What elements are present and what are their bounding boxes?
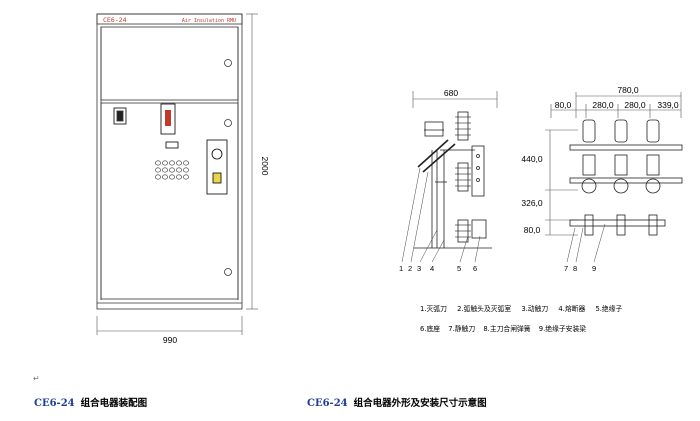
cabinet-height-label: 2000 [260, 157, 270, 176]
legend-item: 1.灭弧刀 [420, 305, 447, 313]
upper-bus-bar [569, 144, 683, 151]
part-number-8: 8 [573, 264, 577, 273]
insulator-middle [457, 162, 469, 192]
side-part-numbers: 1 2 3 4 5 6 [399, 264, 477, 273]
part-number-1: 1 [399, 264, 403, 273]
lower-door [100, 102, 239, 300]
insulator-mounting-beam [569, 219, 666, 227]
side-view-drawing [401, 91, 498, 263]
legend-row-1: 1.灭弧刀 2.弧触头及灭弧室 3.动触刀 4.熔断器 5.绝缘子 [420, 303, 622, 313]
part-number-2: 2 [408, 264, 412, 273]
indicator-lamp-icon [183, 160, 189, 166]
indicator-lamp-icon [155, 167, 161, 173]
door-knob-icon [224, 119, 232, 127]
paragraph-mark: ↵ [33, 374, 40, 383]
indicator-box [113, 107, 127, 125]
lamp-grid [155, 160, 189, 180]
part-number-9: 9 [592, 264, 596, 273]
indicator-lamp-icon [176, 160, 182, 166]
vertical-dim-label: 440,0 [521, 154, 543, 164]
indicator-lamp-icon [176, 167, 182, 173]
cabinet-height-dimension [246, 13, 258, 310]
part-number-3: 3 [417, 264, 421, 273]
phase-a [581, 119, 597, 236]
cabinet-width-dimension [96, 316, 243, 335]
part-number-6: 6 [473, 264, 477, 273]
indicator-lamp-icon [169, 160, 175, 166]
indicator-lamp-icon [162, 160, 168, 166]
legend-item: 4.熔断器 [558, 305, 586, 313]
front-view-drawing [545, 92, 683, 263]
upper-door [100, 26, 239, 101]
right-caption: CE6-24 组合电器外形及安装尺寸示意图 [307, 395, 487, 409]
vertical-dim-label: 326,0 [521, 198, 543, 208]
legend-item: 3.动触刀 [521, 305, 549, 313]
segment-label: 280,0 [624, 100, 646, 110]
legend-row-2: 6.底座 7.静触刀 8.主刀合闸弹簧 9.绝缘子安装梁 [420, 323, 586, 333]
indicator-lamp-icon [176, 174, 182, 180]
mechanism-plate [471, 145, 485, 197]
door-knob-icon [224, 59, 232, 67]
segment-label: 339,0 [657, 100, 679, 110]
part-number-7: 7 [564, 264, 568, 273]
legend-item: 9.绝缘子安装梁 [538, 325, 587, 333]
indicator-lamp-icon [162, 167, 168, 173]
cabinet-model-label: CE6-24 [103, 16, 127, 24]
left-caption-code: CE6-24 [34, 398, 75, 409]
indicator-lamp-icon [169, 174, 175, 180]
indicator-lamp-icon [155, 174, 161, 180]
part-number-5: 5 [457, 264, 461, 273]
side-width-label: 680 [444, 88, 458, 98]
insulator-upper [457, 111, 469, 141]
right-caption-text: 组合电器外形及安装尺寸示意图 [353, 398, 487, 409]
segment-label: 80,0 [555, 100, 572, 110]
indicator-lamp-icon [183, 174, 189, 180]
legend-item: 2.弧触头及灭弧室 [457, 305, 512, 313]
left-caption: CE6-24 组合电器装配图 [34, 395, 147, 409]
front-segment-labels: 80,0 280,0 280,0 339,0 [555, 100, 679, 110]
cabinet-header-text: Air Insulation RMU [182, 18, 236, 24]
fuse-box [471, 219, 487, 239]
legend-item: 7.静触刀 [448, 325, 476, 333]
phase-b [613, 119, 629, 236]
segment-label: 280,0 [592, 100, 614, 110]
part-number-4: 4 [430, 264, 434, 273]
legend-item: 5.绝缘子 [595, 305, 623, 313]
indicator-lamp-icon [155, 160, 161, 166]
cabinet-drawing [96, 13, 243, 310]
indicator-lamp-icon [162, 174, 168, 180]
cabinet-width-label: 990 [163, 335, 177, 345]
front-total-label: 780,0 [617, 85, 639, 95]
indicator-lamp-icon [169, 167, 175, 173]
phase-c [645, 119, 661, 236]
lower-bus-bar [569, 177, 683, 184]
mimic-panel [206, 139, 228, 195]
cabinet-header [96, 13, 243, 25]
left-caption-text: 组合电器装配图 [80, 398, 148, 409]
operating-handle-icon [211, 148, 223, 160]
door-knob-icon [224, 268, 232, 276]
warning-label-icon [212, 172, 222, 184]
front-part-numbers: 7 8 9 [564, 264, 596, 273]
legend-item: 6.底座 [420, 325, 441, 333]
right-caption-code: CE6-24 [307, 398, 348, 409]
vertical-dim-label: 80,0 [524, 225, 541, 235]
front-vertical-labels: 440,0 326,0 80,0 [521, 154, 543, 235]
arc-chamber [424, 121, 444, 137]
legend-item: 8.主刀合闸弹簧 [483, 325, 531, 333]
mechanism-window [160, 103, 176, 135]
indicator-lamp-icon [183, 167, 189, 173]
